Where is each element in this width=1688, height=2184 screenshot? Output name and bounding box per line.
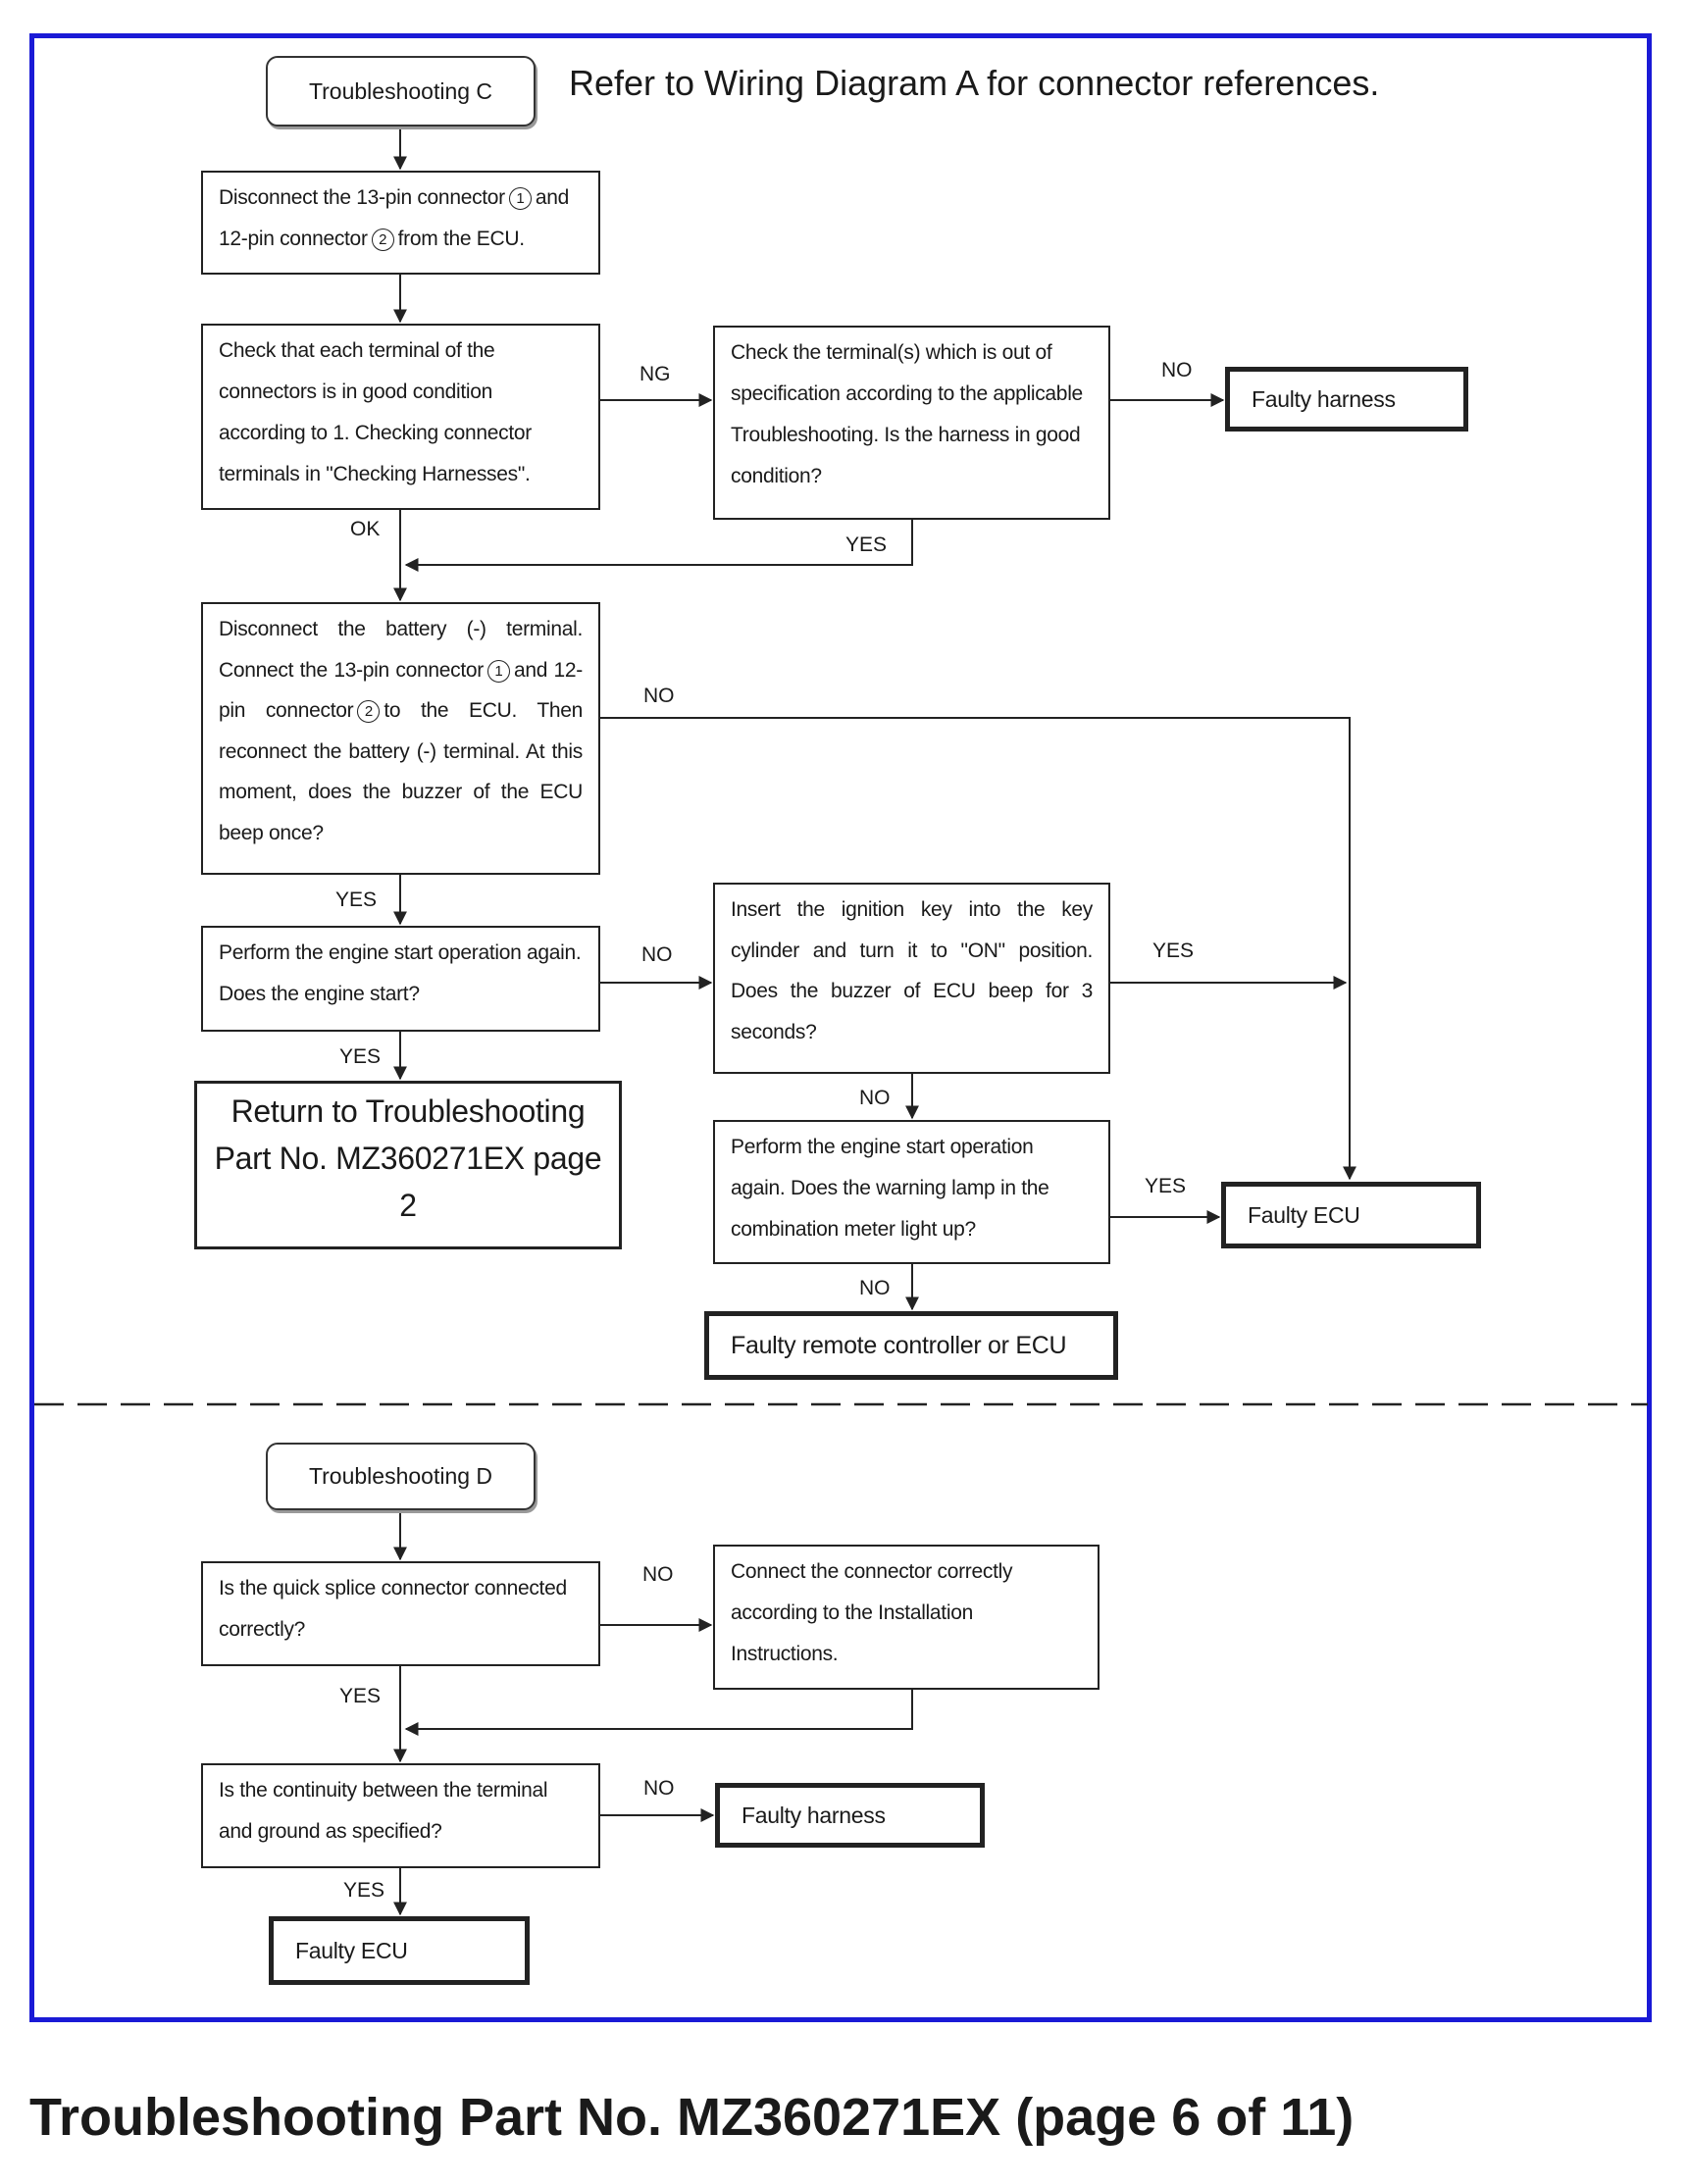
line-step3-no: [600, 717, 1356, 1181]
result-faulty-ecu: Faulty ECU: [1221, 1182, 1481, 1248]
label-yes: YES: [343, 1879, 385, 1902]
step3-text-a: Disconnect the battery (-) terminal. Con…: [219, 618, 583, 682]
result-faulty-harness: Faulty harness: [715, 1783, 985, 1848]
label-no: NO: [859, 1277, 891, 1299]
result-faulty-ecu: Faulty ECU: [269, 1916, 530, 1985]
label-no: NO: [859, 1087, 891, 1109]
result-return-to-troubleshooting: Return to Troubleshooting Part No. MZ360…: [194, 1081, 622, 1249]
diagram-frame: [29, 33, 1652, 2022]
step-ignition-key: Insert the ignition key into the key cyl…: [713, 883, 1110, 1074]
step-continuity-check: Is the continuity between the terminal a…: [201, 1763, 600, 1868]
line-connect-box-return: [404, 1690, 913, 1736]
step-check-out-of-spec: Check the terminal(s) which is out of sp…: [713, 326, 1110, 520]
label-no: NO: [642, 1563, 674, 1586]
step1-text-b: and: [535, 186, 570, 209]
label-no: NO: [643, 685, 675, 707]
start-troubleshooting-c: Troubleshooting C: [266, 56, 536, 127]
page-title: Troubleshooting Part No. MZ360271EX (pag…: [29, 2088, 1355, 2147]
step1-text-d: from the ECU.: [397, 228, 525, 250]
label-yes: YES: [335, 889, 378, 911]
step-check-terminals: Check that each terminal of the connecto…: [201, 324, 600, 510]
circled-number-2: 2: [371, 229, 394, 251]
step1-text-a: Disconnect the 13-pin connector: [219, 186, 505, 209]
label-no: NO: [643, 1777, 675, 1800]
label-yes: YES: [845, 533, 888, 556]
label-ng: NG: [639, 363, 671, 385]
label-no: NO: [641, 943, 673, 966]
result-faulty-remote-or-ecu: Faulty remote controller or ECU: [704, 1311, 1118, 1380]
line-ngbox-yes: [404, 520, 913, 572]
step1-text-c: 12-pin connector: [219, 228, 368, 250]
circled-number-1: 1: [508, 187, 532, 210]
label-yes: YES: [1152, 940, 1195, 962]
label-ok: OK: [350, 518, 381, 540]
header-note: Refer to Wiring Diagram A for connector …: [569, 63, 1380, 103]
result-faulty-harness: Faulty harness: [1225, 367, 1468, 432]
circled-number-1: 1: [486, 659, 510, 683]
step-warning-lamp: Perform the engine start operation again…: [713, 1120, 1110, 1264]
step-reconnect-battery: Disconnect the battery (-) terminal. Con…: [201, 602, 600, 875]
step3-text-c: to the ECU. Then reconnect the battery (…: [219, 699, 583, 844]
step-quick-splice-check: Is the quick splice connector connected …: [201, 1561, 600, 1666]
label-yes: YES: [339, 1045, 382, 1068]
start-troubleshooting-d: Troubleshooting D: [266, 1443, 536, 1510]
step-connect-correctly: Connect the connector correctly accordin…: [713, 1545, 1100, 1690]
circled-number-2: 2: [357, 700, 381, 723]
label-yes: YES: [1145, 1175, 1187, 1197]
label-no: NO: [1161, 359, 1193, 381]
step-engine-start: Perform the engine start operation again…: [201, 926, 600, 1032]
step3-text-b: and 12-pin connector: [219, 658, 583, 723]
label-yes: YES: [339, 1685, 382, 1707]
